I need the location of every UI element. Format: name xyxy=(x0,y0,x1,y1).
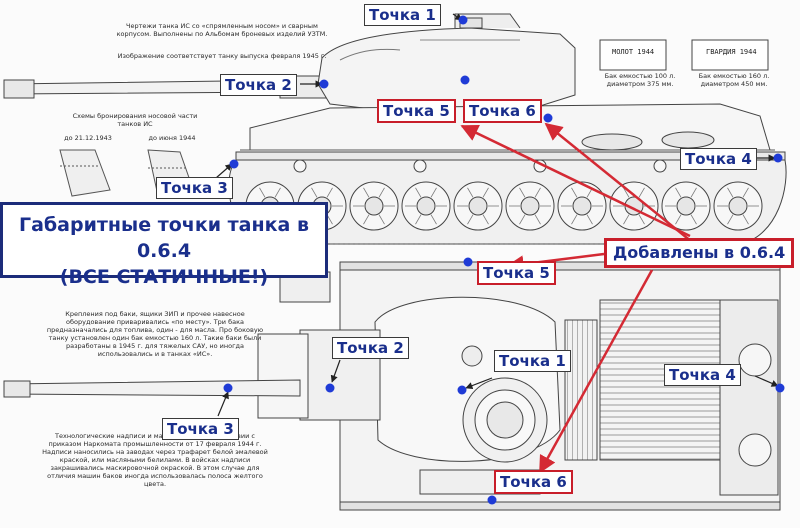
point-top-4 xyxy=(775,383,785,393)
tank160-caption: Бак емкостью 160 л. диаметром 450 мм. xyxy=(698,72,770,88)
wheel-spoke xyxy=(727,187,734,198)
label-top-point-4: Точка 4 xyxy=(664,364,741,386)
point-top-2 xyxy=(325,383,335,393)
wheel-spoke xyxy=(638,187,645,198)
label-side-point-1: Точка 1 xyxy=(364,4,441,26)
wheel-spoke xyxy=(430,214,437,225)
label-side-point-6: Точка 6 xyxy=(463,99,542,123)
label-top-point-2: Точка 2 xyxy=(332,337,409,359)
point-side-4 xyxy=(773,153,783,163)
wheel-spoke xyxy=(623,187,630,198)
wheel-spoke xyxy=(378,214,385,225)
label-top-point-3: Точка 3 xyxy=(162,418,239,440)
wheel-spoke xyxy=(534,214,541,225)
point-side-5 xyxy=(460,75,470,85)
wheel-spoke xyxy=(571,214,578,225)
point-top-1 xyxy=(457,385,467,395)
wheel-spoke xyxy=(690,187,697,198)
wheel-hub xyxy=(520,196,540,216)
wheel-hub xyxy=(364,196,384,216)
point-side-6 xyxy=(543,113,553,123)
point-side-3 xyxy=(229,159,239,169)
point-top-6 xyxy=(487,495,497,505)
armor-to: до июня 1944 xyxy=(148,134,196,142)
label-top-point-6: Точка 6 xyxy=(494,470,573,494)
wheel-spoke xyxy=(534,187,541,198)
wheel-spoke xyxy=(326,187,333,198)
wheel-spoke xyxy=(415,214,422,225)
wheel-spoke xyxy=(482,214,489,225)
label-side-point-4: Точка 4 xyxy=(680,148,757,170)
wheel-hub xyxy=(728,196,748,216)
wheel-spoke xyxy=(742,187,749,198)
label-top-point-5: Точка 5 xyxy=(477,261,556,285)
wheel-spoke xyxy=(467,187,474,198)
armor-title: Схемы бронирования носовой части танков … xyxy=(72,112,198,128)
road-wheels xyxy=(245,159,763,231)
point-top-5 xyxy=(463,257,473,267)
wheel-spoke xyxy=(675,214,682,225)
title-line-1: Габаритные точки танка в 0.6.4 xyxy=(18,214,309,262)
wheel-spoke xyxy=(363,214,370,225)
wheel-spoke xyxy=(690,214,697,225)
wheel-spoke xyxy=(519,214,526,225)
wheel-spoke xyxy=(675,187,682,198)
title-line-2: (ВСЕ СТАТИЧНЫЕ!) xyxy=(59,266,269,288)
armor-from: до 21.12.1943 xyxy=(64,134,112,142)
point-side-1 xyxy=(458,15,468,25)
header-caption-2: Изображение соответствует танку выпуска … xyxy=(117,52,327,60)
wheel-spoke xyxy=(638,214,645,225)
plate-2: ГВАРДИЯ 1944 xyxy=(706,48,757,56)
wheel-spoke xyxy=(363,187,370,198)
wheel-spoke xyxy=(519,187,526,198)
wheel-spoke xyxy=(623,214,630,225)
wheel-spoke xyxy=(378,187,385,198)
wheel-spoke xyxy=(742,214,749,225)
return-roller xyxy=(653,159,667,173)
wheel-hub xyxy=(468,196,488,216)
return-roller xyxy=(293,159,307,173)
return-roller xyxy=(413,159,427,173)
wheel-spoke xyxy=(259,187,266,198)
para-markings: Технологические надписи и маркировка в с… xyxy=(42,432,268,488)
wheel-spoke xyxy=(727,214,734,225)
tank100-caption: Бак емкостью 100 л. диаметром 375 мм. xyxy=(604,72,676,88)
label-side-point-5: Точка 5 xyxy=(377,99,456,123)
wheel-spoke xyxy=(415,187,422,198)
wheel-hub xyxy=(572,196,592,216)
title-box: Габаритные точки танка в 0.6.4 (ВСЕ СТАТ… xyxy=(0,202,328,288)
header-caption: Чертежи танка ИС со «спрямленным носом» … xyxy=(116,22,328,38)
wheel-hub xyxy=(676,196,696,216)
wheel-spoke xyxy=(274,187,281,198)
label-top-point-1: Точка 1 xyxy=(494,350,571,372)
wheel-spoke xyxy=(482,187,489,198)
added-in-note: Добавлены в 0.6.4 xyxy=(604,238,795,268)
wheel-spoke xyxy=(467,214,474,225)
label-side-point-3: Точка 3 xyxy=(156,177,233,199)
wheel-spoke xyxy=(311,187,318,198)
point-top-3 xyxy=(223,383,233,393)
label-side-point-2: Точка 2 xyxy=(220,74,297,96)
wheel-spoke xyxy=(571,187,578,198)
plate-1: МОЛОТ 1944 xyxy=(612,48,655,56)
wheel-spoke xyxy=(586,214,593,225)
wheel-hub xyxy=(416,196,436,216)
point-side-2 xyxy=(319,79,329,89)
points xyxy=(223,15,785,505)
wheel-spoke xyxy=(430,187,437,198)
para-mounts: Крепления под баки, ящики ЗИП и прочее н… xyxy=(46,310,264,358)
